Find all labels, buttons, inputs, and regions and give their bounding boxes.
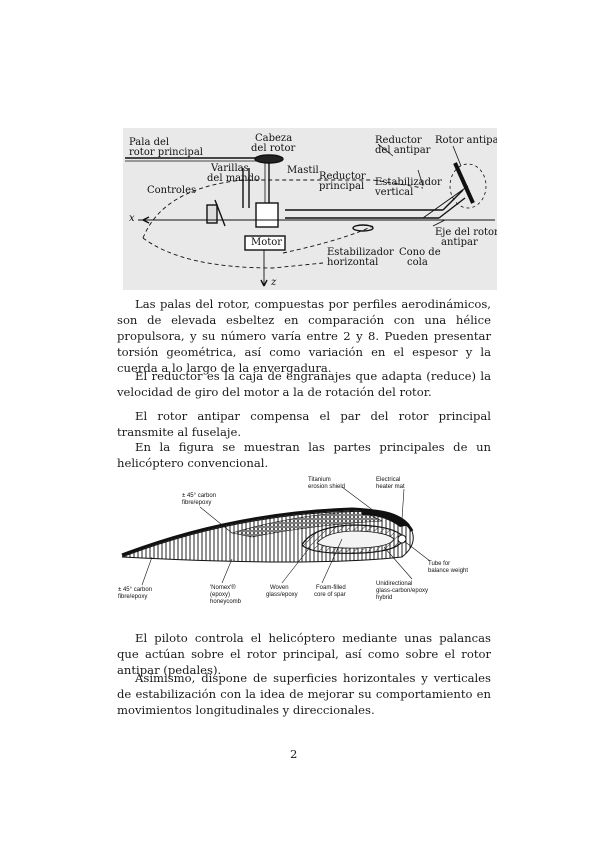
label-estabilizador-vertical-2: vertical	[375, 187, 414, 198]
label-unidirectional: Unidirectional	[376, 581, 413, 587]
label-titanium: Titanium	[308, 477, 331, 483]
label-cono-2: cola	[407, 257, 428, 268]
label-reductor-antipar-2: del antipar	[375, 145, 431, 156]
label-reductor-principal: Reductor	[319, 171, 366, 182]
label-cabeza: Cabeza	[255, 133, 293, 144]
label-motor: Motor	[251, 237, 283, 248]
label-tube-2: balance weight	[428, 568, 469, 574]
label-pala: Pala del	[129, 137, 170, 148]
label-carbon-lower-2: fibre/epoxy	[118, 594, 148, 600]
label-foam: Foam-filled	[316, 585, 346, 591]
blade-section-diagram: Titanium erosion shield Electrical heate…	[112, 475, 492, 625]
label-cabeza-2: del rotor	[251, 143, 296, 154]
helicopter-drawing	[125, 143, 495, 287]
label-unidirectional-2: glass-carbon/epoxy	[376, 588, 429, 594]
label-nomex-3: honeycomb	[210, 599, 242, 605]
axis-z-label: z	[271, 277, 277, 288]
label-nomex-2: (epoxy)	[210, 592, 231, 598]
paragraph-4: En la figura se muestran las partes prin…	[117, 440, 491, 470]
label-eje-2: antipar	[441, 237, 478, 248]
label-eje: Eje del rotor	[435, 227, 497, 238]
label-electrical-2: heater mat	[376, 484, 405, 490]
page-number: 2	[290, 747, 298, 761]
label-unidirectional-3: hybrid	[376, 595, 393, 601]
label-pala-2: rotor principal	[129, 147, 203, 158]
label-estabilizador-horizontal: Estabilizador	[327, 247, 394, 258]
helicopter-diagram: Pala del rotor principal Cabeza del roto…	[123, 128, 497, 290]
label-carbon-lower: ± 45° carbon	[118, 587, 153, 593]
label-estabilizador-horizontal-2: horizontal	[327, 257, 379, 268]
label-carbon-upper-2: fibre/epoxy	[182, 500, 212, 506]
paragraph-2: El reductor es la caja de engranajes que…	[117, 369, 491, 399]
paragraph-6: Asimismo, dispone de superficies horizon…	[117, 671, 491, 717]
label-estabilizador-vertical: Estabilizador	[375, 177, 442, 188]
paragraph-1: Las palas del rotor, compuestas por perf…	[117, 297, 491, 375]
label-tube: Tube for	[428, 561, 451, 567]
label-titanium-2: erosion shield	[308, 484, 346, 490]
label-reductor-antipar: Reductor	[375, 135, 422, 146]
paragraph-3: El rotor antipar compensa el par del rot…	[117, 409, 491, 439]
label-mastil: Mastil	[287, 165, 319, 176]
label-rotor-antipar: Rotor antipar	[435, 135, 497, 146]
label-woven: Woven	[270, 585, 289, 591]
label-reductor-principal-2: principal	[319, 181, 365, 192]
label-foam-2: core of spar	[314, 592, 346, 598]
label-electrical: Electrical	[376, 477, 401, 483]
blade-section-drawing	[121, 486, 431, 586]
label-woven-2: glass/epoxy	[266, 592, 298, 598]
paragraph-5: El piloto controla el helicóptero median…	[117, 631, 491, 677]
label-varillas-2: del mando	[207, 173, 261, 184]
label-nomex: 'Nomex'®	[210, 585, 236, 591]
label-carbon-upper: ± 45° carbon	[182, 493, 217, 499]
label-varillas: Varillas	[211, 163, 249, 174]
label-controles: Controles	[147, 185, 197, 196]
axis-x-label: x	[129, 213, 135, 224]
label-cono: Cono de	[399, 247, 441, 258]
